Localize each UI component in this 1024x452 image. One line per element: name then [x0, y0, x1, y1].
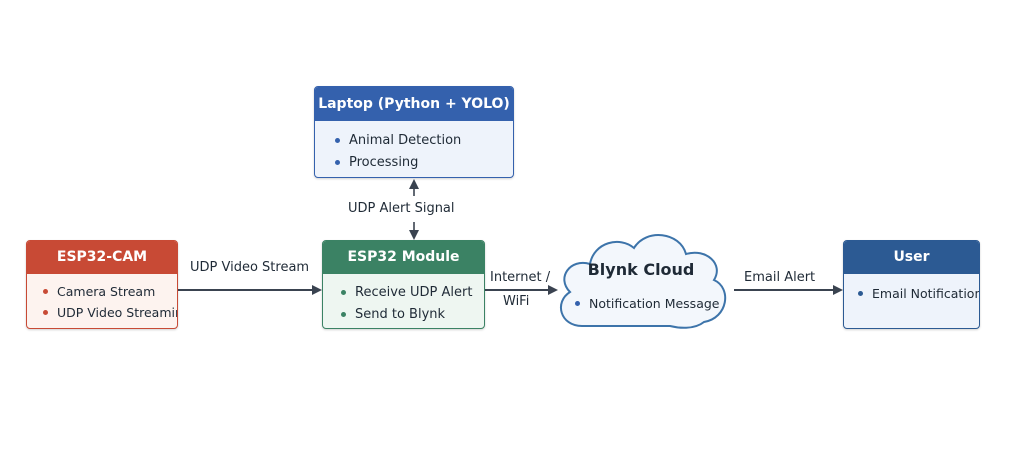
bullet-icon — [43, 289, 48, 294]
laptop-title: Laptop (Python + YOLO) — [315, 87, 513, 121]
edge-label-video-stream: UDP Video Stream — [190, 260, 310, 275]
blynk-cloud-node: Blynk Cloud Notification Message — [548, 222, 734, 338]
bullet-icon — [341, 311, 346, 317]
edge-label-wifi: WiFi — [503, 294, 530, 309]
list-item: Animal Detection — [335, 129, 513, 151]
list-item: Processing — [335, 151, 513, 173]
item-text: UDP Video Streaming — [57, 305, 178, 320]
esp32-cam-title: ESP32-CAM — [27, 241, 177, 274]
item-text: Send to Blynk — [355, 306, 446, 322]
bullet-icon — [341, 289, 346, 295]
esp32-cam-node: ESP32-CAM Camera Stream UDP Video Stream… — [26, 240, 178, 329]
item-text: Processing — [349, 154, 419, 170]
list-item: Notification Message — [575, 296, 719, 311]
bullet-icon — [43, 310, 48, 315]
esp32-module-title: ESP32 Module — [323, 241, 484, 274]
laptop-node: Laptop (Python + YOLO) Animal Detection … — [314, 86, 514, 178]
item-text: Email Notification — [872, 285, 980, 301]
esp32-module-node: ESP32 Module Receive UDP Alert Send to B… — [322, 240, 485, 329]
item-text: Animal Detection — [349, 132, 462, 148]
bullet-icon — [858, 290, 863, 296]
cloud-icon — [560, 234, 727, 329]
blynk-cloud-title: Blynk Cloud — [587, 260, 695, 279]
item-text: Notification Message — [589, 296, 720, 311]
list-item: Send to Blynk — [341, 303, 484, 325]
item-text: Camera Stream — [57, 284, 156, 299]
list-item: Receive UDP Alert — [341, 281, 484, 303]
bullet-icon — [335, 159, 340, 165]
user-title: User — [844, 241, 979, 274]
item-text: Receive UDP Alert — [355, 284, 473, 300]
list-item: Email Notification — [858, 281, 979, 305]
list-item: Camera Stream — [43, 281, 177, 302]
edge-label-email-alert: Email Alert — [744, 270, 816, 285]
bullet-icon — [575, 301, 580, 306]
edge-label-udp-alert: UDP Alert Signal — [348, 201, 455, 216]
list-item: UDP Video Streaming — [43, 302, 177, 323]
user-node: User Email Notification — [843, 240, 980, 329]
edge-label-internet: Internet / — [490, 270, 551, 285]
bullet-icon — [335, 137, 340, 143]
